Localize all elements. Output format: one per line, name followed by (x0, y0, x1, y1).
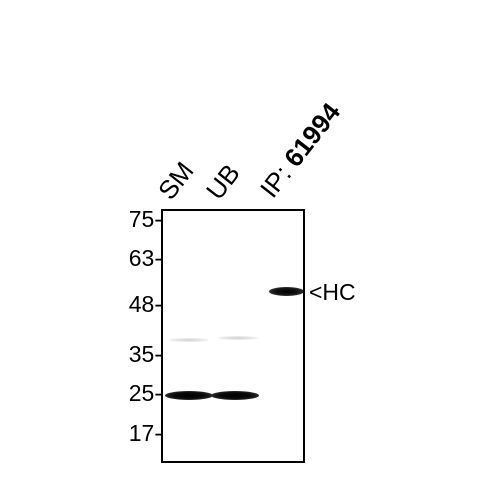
mw-marker-63: 63- (100, 246, 162, 270)
faint-band-ub (218, 336, 258, 340)
blot-membrane (161, 209, 305, 463)
band-ip-heavy-chain (269, 287, 303, 296)
lane-label-ip: IP: 61994 (254, 97, 347, 203)
mw-marker-63-text: 63- (128, 244, 162, 271)
band-ub-25kda (211, 391, 259, 400)
lane-label-ip-antibody: 61994 (277, 97, 347, 173)
mw-marker-48-text: 48- (128, 290, 162, 317)
lane-label-sm: SM (151, 156, 200, 206)
mw-marker-17: 17- (100, 421, 162, 445)
mw-marker-75-text: 75- (128, 205, 162, 232)
mw-marker-25: 25- (100, 381, 162, 405)
mw-marker-25-text: 25- (128, 379, 162, 406)
faint-band-sm (169, 338, 209, 342)
mw-marker-75: 75- (100, 207, 162, 231)
lane-label-sm-text: SM (151, 156, 200, 206)
mw-marker-17-text: 17- (128, 419, 162, 446)
band-sm-25kda (165, 391, 213, 400)
lane-label-ub-text: UB (199, 158, 246, 206)
mw-marker-35-text: 35- (128, 340, 162, 367)
lane-label-ub: UB (199, 158, 246, 206)
mw-marker-48: 48- (100, 292, 162, 316)
mw-marker-35: 35- (100, 342, 162, 366)
heavy-chain-label: <HC (309, 279, 356, 305)
